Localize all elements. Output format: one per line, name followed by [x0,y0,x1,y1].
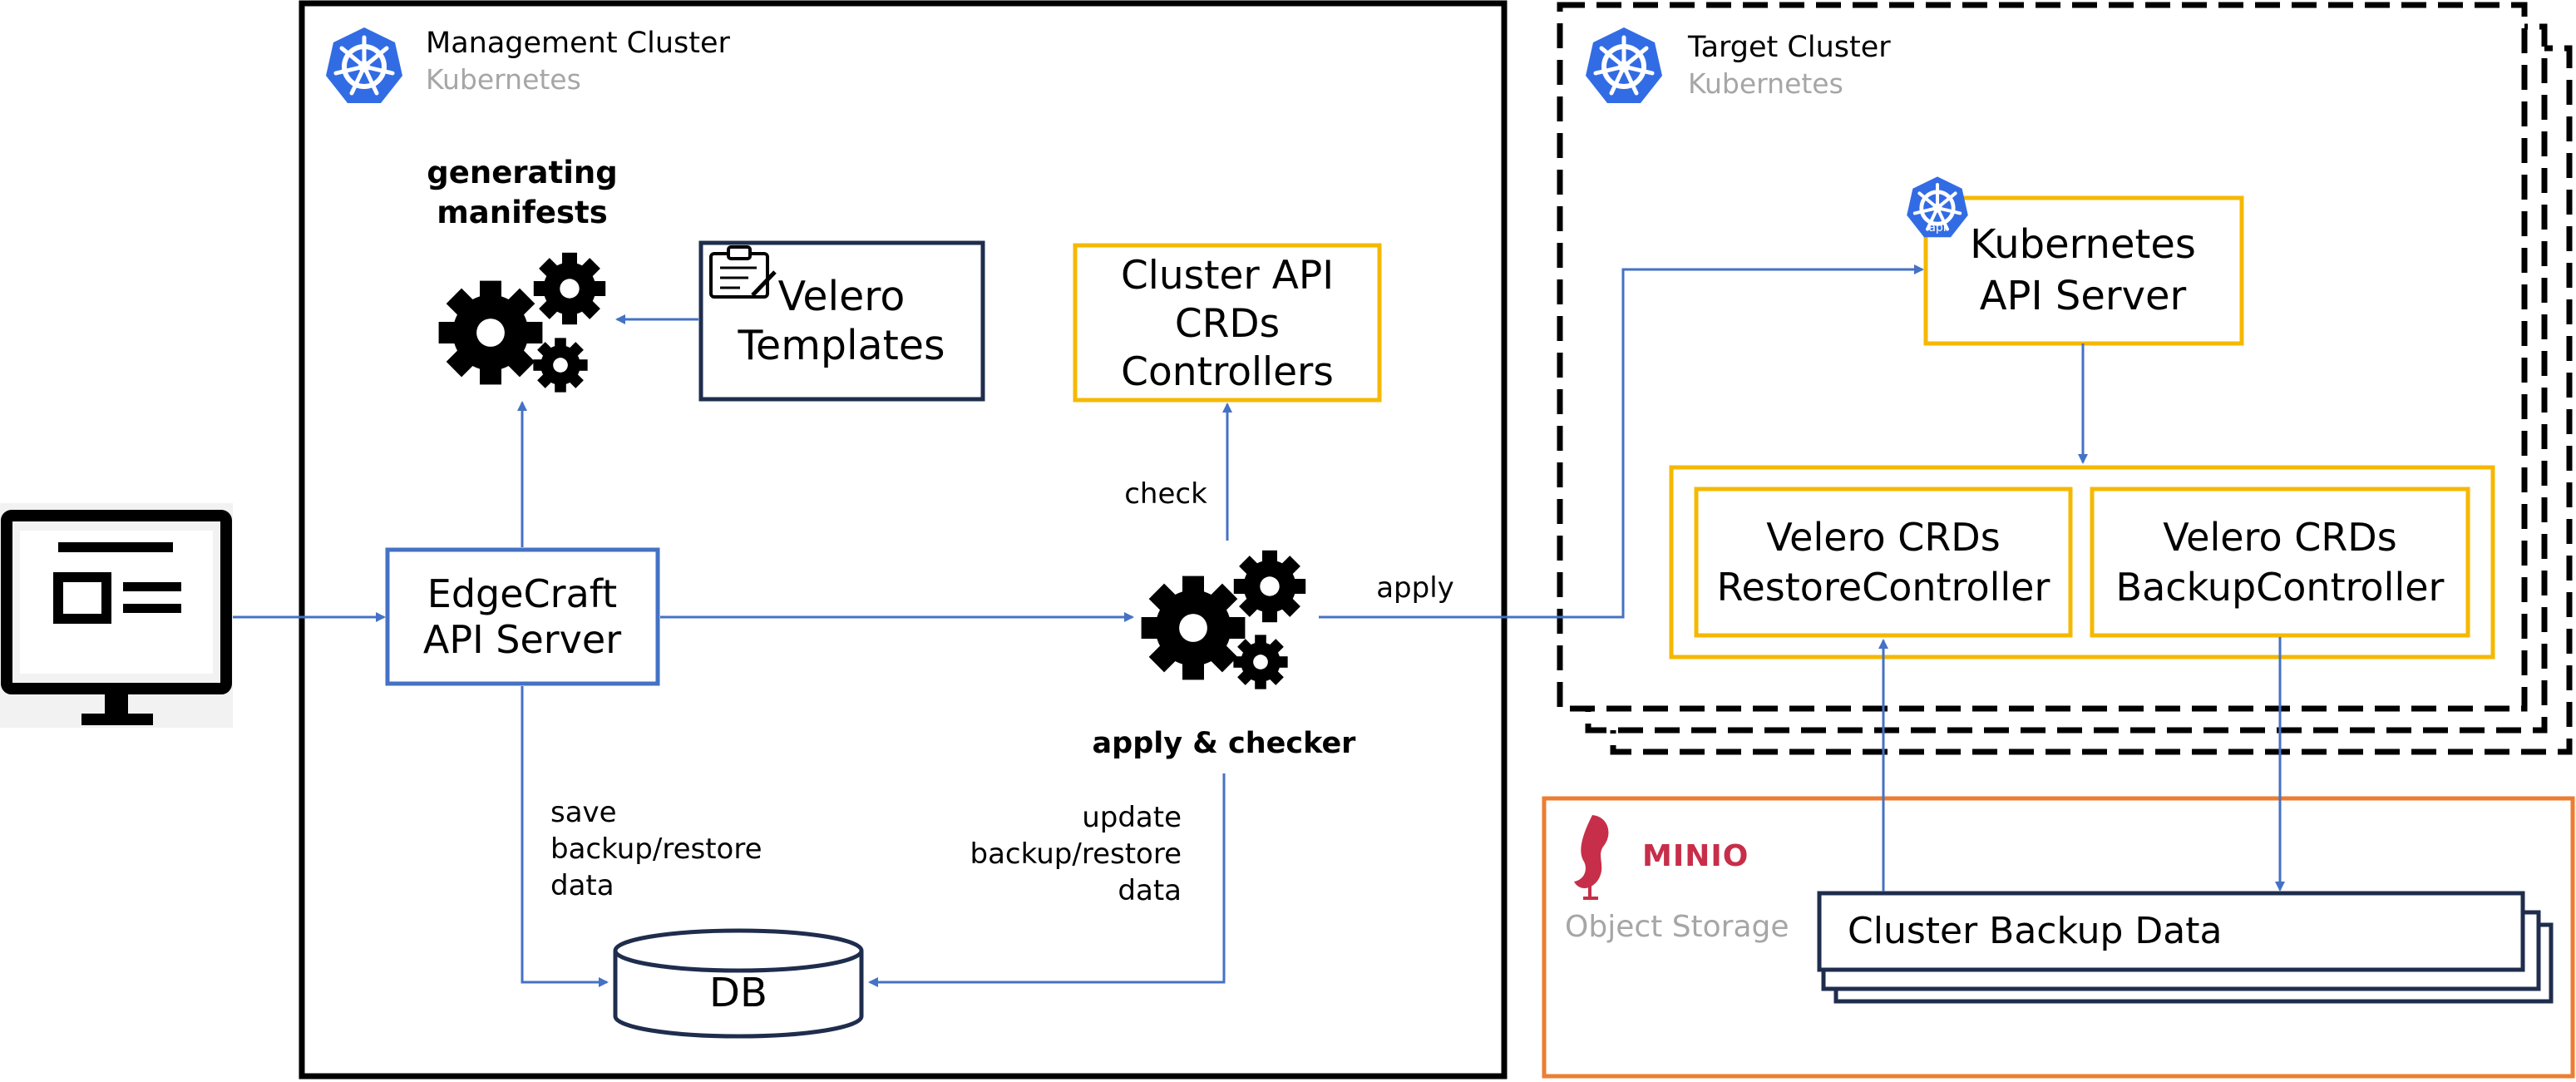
edgecraft-label-1: EdgeCraft [427,571,617,616]
apply-checker-gears-icon [1141,550,1306,689]
kube-api-label-1: Kubernetes [1970,221,2196,268]
cluster-api-box[interactable] [1073,243,1382,403]
cluster-backup-data-box[interactable] [1817,891,2525,972]
connector-checker-to-db [868,773,1226,987]
connectors [233,264,2285,987]
kubernetes-logo-icon [326,27,402,103]
velero-restore-label-2: RestoreController [1717,565,2050,610]
kubernetes-api-badge-icon: api [1907,176,1968,237]
target-cluster-title: Target Cluster [1687,31,1891,64]
object-storage-boundary [1542,796,2575,1079]
monitor-icon [0,503,233,728]
kube-api-label-2: API Server [1980,273,2187,319]
save-label-3: data [550,869,614,902]
edgecraft-label-2: API Server [423,617,621,662]
management-cluster-title: Management Cluster [426,27,731,60]
svg-text:api: api [1928,221,1946,235]
db-label: DB [709,970,767,1016]
velero-backup-label-1: Velero CRDs [2163,515,2396,560]
clipboard-icon [709,245,777,299]
connector-edgecraft-to-db [521,686,609,987]
velero-backup-label-2: BackupController [2116,565,2445,610]
edgecraft-api-server-box[interactable] [385,547,660,686]
save-label-1: save [550,796,617,829]
apply-checker-label: apply & checker [1093,727,1357,760]
minio-logo-icon [1574,815,1609,900]
backup-data-label: Cluster Backup Data [1848,910,2222,952]
gears-icon [438,252,606,393]
connector-checker-to-kube-api [1319,264,1924,619]
generating-manifests-label-1: generating [427,155,617,190]
update-label-2: backup/restore [970,837,1182,871]
management-cluster-boundary [299,0,1508,1080]
update-label-3: data [1118,874,1182,907]
apply-label: apply [1376,571,1454,605]
cluster-api-label-2: CRDs [1175,301,1280,347]
target-cluster-subtitle: Kubernetes [1688,67,1843,100]
database-cylinder[interactable] [613,928,864,1039]
save-label-2: backup/restore [550,832,762,866]
generating-manifests-label-2: manifests [437,195,607,230]
check-label: check [1124,477,1207,511]
kubernetes-api-server-box[interactable] [1923,195,2244,346]
velero-templates-label-1: Velero [778,273,906,320]
velero-restore-label-1: Velero CRDs [1766,515,2000,560]
minio-logo-text: MINIO [1642,839,1749,873]
cluster-api-label-3: Controllers [1121,349,1334,395]
velero-backup-controller-box[interactable] [2090,487,2470,638]
update-label-1: update [1082,801,1182,834]
cluster-api-label-1: Cluster API [1121,253,1334,299]
management-cluster-subtitle: Kubernetes [426,63,581,96]
velero-templates-label-2: Templates [737,322,945,369]
object-storage-label: Object Storage [1565,910,1789,944]
velero-restore-controller-box[interactable] [1694,487,2073,638]
